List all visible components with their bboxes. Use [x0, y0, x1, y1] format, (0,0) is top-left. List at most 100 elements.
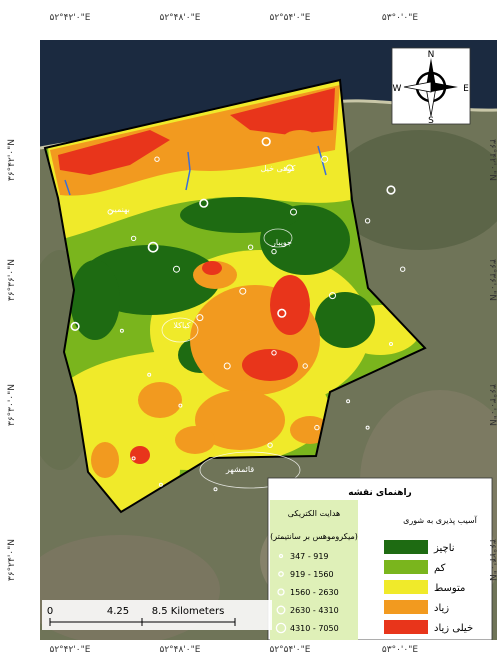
well-marker	[329, 292, 336, 300]
legend-well-symbol	[276, 605, 286, 615]
tick-label-left: ۳۶°۳۶'۰"N	[7, 259, 17, 301]
west-label: W	[393, 84, 402, 94]
south-label: S	[428, 116, 434, 126]
place-label: بهنمیر	[109, 205, 130, 214]
tick-label-top: ۵۲°۴۸'۰"E	[160, 13, 201, 23]
legend-range-label: 2630 - 4310	[290, 606, 339, 615]
well-marker	[196, 314, 204, 322]
legend-range-label: 919 - 1560	[290, 570, 334, 579]
well-marker	[131, 456, 136, 461]
well-marker	[314, 424, 320, 431]
legend-well-symbol	[277, 588, 285, 596]
tick-label-bottom: ۵۲°۴۲'۰"E	[50, 645, 91, 655]
well-marker	[321, 155, 329, 163]
legend-swatch	[384, 540, 428, 554]
east-label: E	[463, 84, 469, 94]
tick-label-top: ۵۳°۰'۰"E	[382, 13, 418, 23]
place-label: کوهی خیل	[261, 164, 296, 173]
river	[185, 151, 191, 191]
sample-wells	[70, 137, 406, 492]
tick-label-bottom: ۵۲°۴۸'۰"E	[160, 645, 201, 655]
conductivity-panel	[270, 500, 358, 640]
tick-label-bottom: ۵۳°۰'۰"E	[382, 645, 418, 655]
legend-well-symbol	[278, 553, 284, 559]
tick-label-right: ۳۶°۳۶'۰"N	[487, 259, 497, 301]
well-marker	[271, 350, 277, 356]
well-marker	[346, 399, 351, 404]
legend-title: راهنمای نقشه	[348, 488, 411, 498]
well-marker	[130, 235, 137, 242]
tick-label-left: ۳۶°۳۰'۰"N	[7, 384, 17, 426]
well-marker	[119, 328, 124, 333]
north-arrow: N S W E	[391, 47, 471, 126]
north-label: N	[428, 50, 435, 60]
study-area-boundary	[43, 78, 427, 514]
well-marker	[239, 287, 247, 295]
well-marker	[364, 218, 371, 224]
legend-class-label: خیلی زیاد	[434, 623, 473, 634]
well-marker	[107, 209, 113, 215]
conductivity-unit: (میکروموهس بر سانتیمتر)	[270, 532, 358, 541]
well-marker	[271, 248, 277, 255]
tick-label-left: ۳۶°۲۴'۰"N	[7, 539, 17, 581]
caspian-sea	[40, 40, 497, 148]
well-marker	[267, 442, 273, 448]
vulnerability-title: آسیب پذیری به شوری	[403, 515, 477, 525]
legend-well-symbol	[278, 571, 284, 577]
well-marker	[261, 137, 271, 147]
well-marker	[223, 362, 231, 370]
well-marker	[178, 403, 183, 408]
city-outline	[161, 317, 199, 343]
well-marker	[199, 198, 209, 208]
well-marker	[400, 266, 406, 272]
legend-range-label: 4310 - 7050	[290, 624, 339, 633]
tick-label-left: ۳۶°۴۲'۰"N	[7, 139, 17, 181]
well-marker	[70, 321, 80, 332]
legend-range-label: 1560 - 2630	[290, 588, 339, 597]
well-marker	[247, 244, 254, 250]
well-marker	[286, 164, 294, 172]
legend-class-label: متوسط	[434, 583, 465, 594]
legend-swatch	[384, 560, 428, 574]
scale-bar: 0 4.25 8.5 Kilometers	[42, 600, 272, 630]
city-outline	[199, 451, 301, 489]
legend-swatch	[384, 620, 428, 634]
well-marker	[386, 185, 396, 195]
legend-well-symbol	[275, 622, 287, 634]
legend: راهنمای نقشه هدایت الکتریکی (میکروموهس ب…	[267, 477, 493, 640]
well-marker	[213, 487, 218, 492]
tick-label-right: ۳۶°۳۰'۰"N	[487, 384, 497, 426]
well-marker	[389, 342, 393, 346]
well-marker	[158, 482, 163, 487]
tick-label-right: ۳۶°۴۲'۰"N	[487, 139, 497, 181]
legend-class-label: ناچیز	[433, 543, 455, 554]
well-marker	[147, 241, 159, 253]
place-label: جویبار	[271, 238, 292, 247]
well-marker	[302, 363, 308, 369]
legend-swatch	[384, 600, 428, 614]
well-marker	[147, 372, 152, 377]
tick-label-bottom: ۵۲°۵۴'۰"E	[270, 645, 311, 655]
tick-label-right: ۳۶°۲۴'۰"N	[487, 539, 497, 581]
well-marker	[277, 308, 287, 318]
tick-label-top: ۵۲°۴۲'۰"E	[50, 13, 91, 23]
legend-class-label: زیاد	[434, 603, 449, 614]
scale-label-2: 8.5 Kilometers	[152, 606, 225, 617]
scale-label-1: 4.25	[107, 606, 129, 617]
land-patch	[330, 130, 497, 250]
river	[64, 179, 71, 196]
place-label: قائمشهر	[225, 465, 255, 474]
conductivity-title: هدایت الکتریکی	[288, 509, 340, 518]
well-marker	[173, 265, 180, 273]
legend-swatch	[384, 580, 428, 594]
graticule-labels: ۵۲°۴۲'۰"E ۵۲°۴۸'۰"E ۵۲°۵۴'۰"E ۵۳°۰'۰"E ۵۲°۴۲…	[7, 13, 497, 655]
legend-class-label: کم	[434, 563, 446, 574]
scale-label-0: 0	[47, 606, 53, 617]
legend-range-label: 347 - 919	[290, 552, 329, 561]
well-marker	[365, 425, 370, 430]
place-label: کیاکلا	[173, 321, 190, 330]
tick-label-top: ۵۲°۵۴'۰"E	[270, 13, 311, 23]
well-marker	[154, 156, 160, 162]
